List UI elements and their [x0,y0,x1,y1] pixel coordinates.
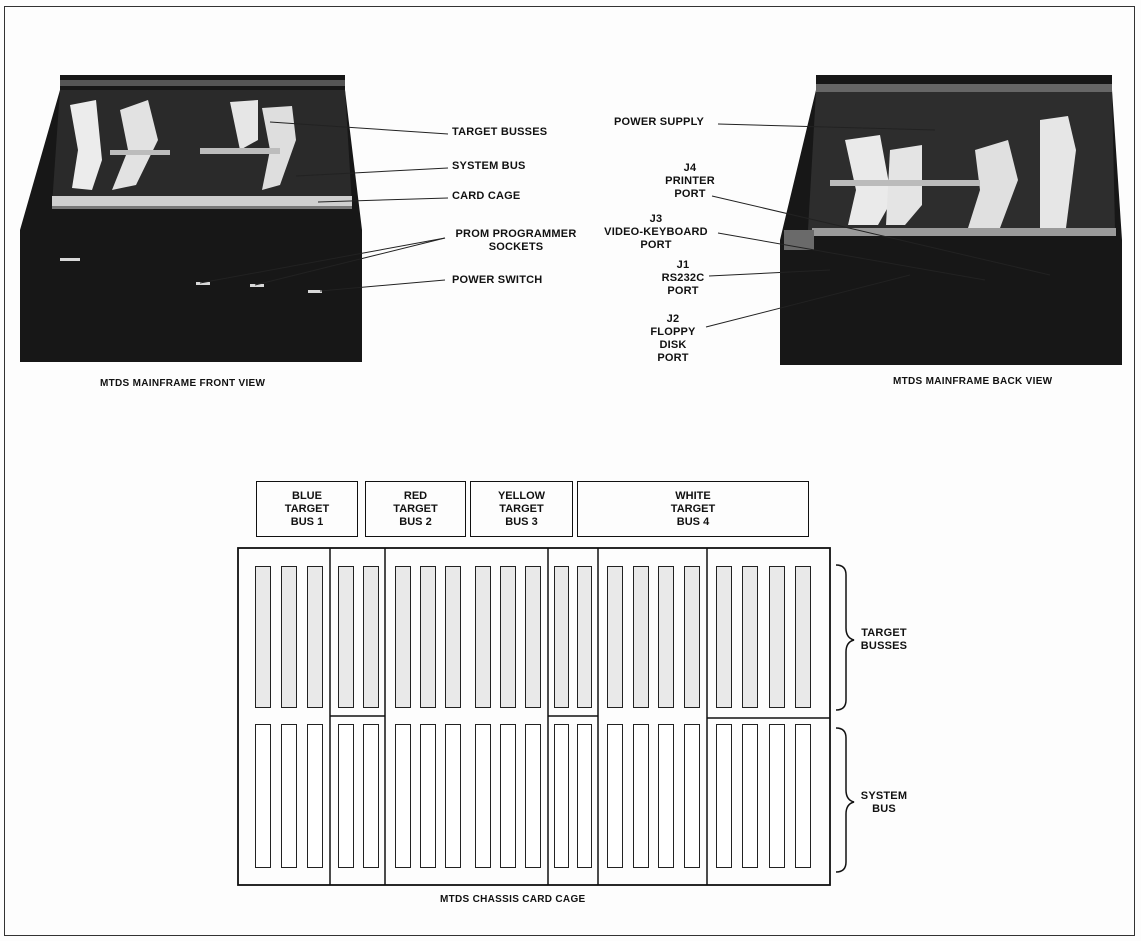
back-view-photo [780,75,1122,365]
target-bus-slot-blue-target-bus-1-1 [255,566,271,708]
system-bus-slot-white-target-bus-4-a-4 [684,724,700,868]
bus-label-yellow-target-bus-3: YELLOW TARGET BUS 3 [470,481,573,537]
system-bus-slot-red-target-bus-2-2 [420,724,436,868]
system-bus-slot-white-target-bus-4-b-2 [742,724,758,868]
bus-label-red-target-bus-2: RED TARGET BUS 2 [365,481,466,537]
label-j3-video-keyboard-port: J3 VIDEO-KEYBOARD PORT [600,213,712,252]
target-bus-slot-yellow-target-bus-3-3 [525,566,541,708]
label-card-cage: CARD CAGE [452,190,520,203]
target-bus-slot-yellow-target-bus-3-1 [475,566,491,708]
front-view-photo [20,75,362,362]
system-bus-slot-white-target-bus-4-a-1 [607,724,623,868]
system-bus-slot-white-target-bus-4-b-1 [716,724,732,868]
target-bus-slot-white-target-bus-4-b-2 [742,566,758,708]
target-bus-slot-blue-target-bus-1-3 [307,566,323,708]
target-bus-slot-white-target-bus-4-a-3 [658,566,674,708]
system-bus-slot-yellow-target-bus-3-3 [525,724,541,868]
system-bus-slot-unassigned-2-2 [577,724,592,868]
label-power-supply: POWER SUPPLY [614,116,704,129]
system-bus-slot-unassigned-1-2 [363,724,379,868]
target-bus-slot-yellow-target-bus-3-2 [500,566,516,708]
system-bus-slot-blue-target-bus-1-2 [281,724,297,868]
system-bus-slot-red-target-bus-2-1 [395,724,411,868]
caption-front-view: MTDS MAINFRAME FRONT VIEW [100,378,265,390]
system-bus-slot-white-target-bus-4-b-3 [769,724,785,868]
label-power-switch: POWER SWITCH [452,274,542,287]
system-bus-slot-blue-target-bus-1-1 [255,724,271,868]
system-bus-slot-yellow-target-bus-3-1 [475,724,491,868]
card-cage-braces [836,565,854,872]
system-bus-slot-unassigned-2-1 [554,724,569,868]
target-bus-slot-red-target-bus-2-2 [420,566,436,708]
target-bus-slot-blue-target-bus-1-2 [281,566,297,708]
target-bus-slot-white-target-bus-4-a-1 [607,566,623,708]
label-prom-programmer-sockets: PROM PROGRAMMER SOCKETS [448,228,584,254]
bus-label-blue-target-bus-1: BLUE TARGET BUS 1 [256,481,358,537]
label-target-busses: TARGET BUSSES [452,126,547,139]
target-bus-slot-unassigned-1-2 [363,566,379,708]
bracket-label-target-busses: TARGET BUSSES [852,627,916,653]
target-bus-slot-unassigned-1-1 [338,566,354,708]
target-bus-slot-unassigned-2-2 [577,566,592,708]
system-bus-slot-white-target-bus-4-a-2 [633,724,649,868]
caption-card-cage: MTDS CHASSIS CARD CAGE [440,894,586,906]
system-bus-slot-blue-target-bus-1-3 [307,724,323,868]
label-j1-rs232c-port: J1 RS232C PORT [655,259,711,298]
target-bus-slot-white-target-bus-4-a-4 [684,566,700,708]
system-bus-slot-white-target-bus-4-b-4 [795,724,811,868]
target-bus-slot-white-target-bus-4-a-2 [633,566,649,708]
system-bus-slot-unassigned-1-1 [338,724,354,868]
label-j2-floppy-disk-port: J2 FLOPPY DISK PORT [643,313,703,365]
target-bus-slot-red-target-bus-2-1 [395,566,411,708]
bus-label-white-target-bus-4: WHITE TARGET BUS 4 [577,481,809,537]
system-bus-slot-white-target-bus-4-a-3 [658,724,674,868]
target-bus-slot-white-target-bus-4-b-4 [795,566,811,708]
caption-back-view: MTDS MAINFRAME BACK VIEW [893,376,1052,388]
target-bus-slot-white-target-bus-4-b-1 [716,566,732,708]
target-bus-slot-white-target-bus-4-b-3 [769,566,785,708]
label-system-bus: SYSTEM BUS [452,160,526,173]
label-j4-printer-port: J4 PRINTER PORT [660,162,720,201]
bracket-label-system-bus: SYSTEM BUS [852,790,916,816]
system-bus-slot-red-target-bus-2-3 [445,724,461,868]
system-bus-slot-yellow-target-bus-3-2 [500,724,516,868]
target-bus-slot-red-target-bus-2-3 [445,566,461,708]
target-bus-slot-unassigned-2-1 [554,566,569,708]
